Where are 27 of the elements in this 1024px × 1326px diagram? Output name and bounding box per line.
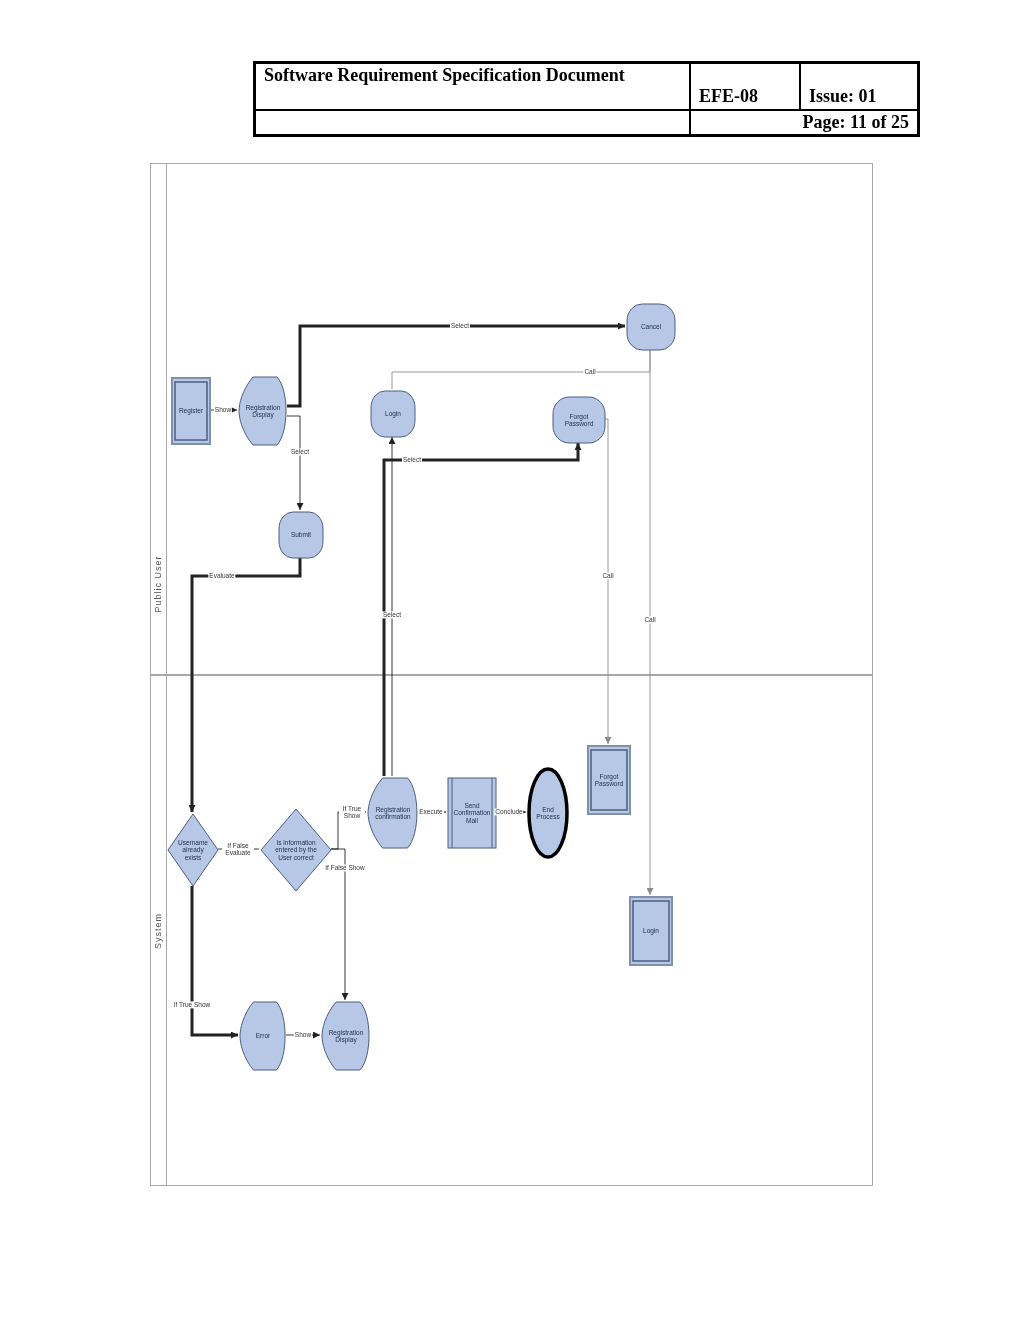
terminator-shape: [278, 511, 324, 559]
display-shape: [239, 1001, 287, 1071]
predefined-process-box: [629, 896, 673, 966]
display-shape: [367, 777, 419, 849]
document-code: EFE-08: [699, 87, 758, 107]
arrow: [190, 886, 238, 1039]
terminator-shape: [626, 303, 676, 351]
page-number: Page: 11 of 25: [802, 113, 909, 133]
decision-diamond: [260, 808, 332, 892]
terminator-shape: [370, 390, 416, 438]
predefined-process-box: [171, 377, 211, 445]
swimlane: [150, 675, 873, 1186]
predefined-process-box: [447, 777, 497, 849]
document-title: Software Requirement Specification Document: [264, 66, 625, 86]
arrow: [382, 443, 582, 776]
issue-number: Issue: 01: [809, 87, 877, 107]
arrow: [287, 322, 625, 408]
predefined-process-box: [587, 745, 631, 815]
end-circle: [527, 767, 569, 859]
swimlane: [150, 163, 873, 675]
display-shape: [321, 1001, 371, 1071]
arrow: [188, 558, 302, 812]
decision-diamond: [167, 813, 219, 887]
lane-label: Public User: [153, 555, 163, 613]
lane-label: System: [153, 913, 163, 949]
display-shape: [238, 376, 288, 446]
terminator-shape: [552, 396, 606, 444]
